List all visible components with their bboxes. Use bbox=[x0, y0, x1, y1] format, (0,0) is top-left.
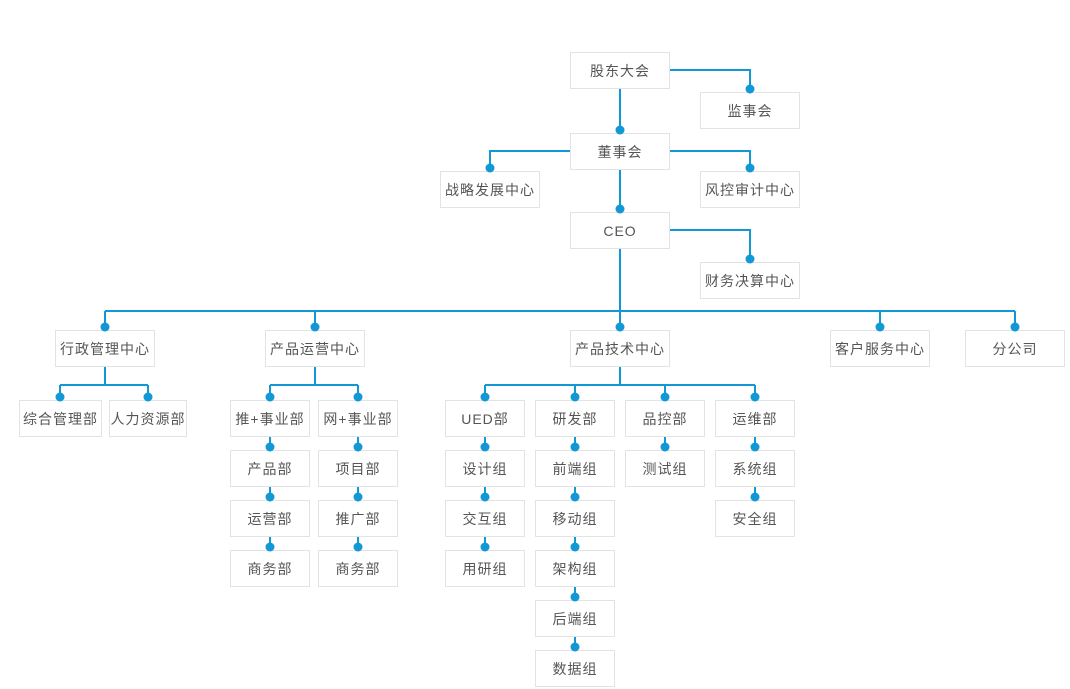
node-product-dept: 产品部 bbox=[230, 450, 310, 487]
node-backend-group: 后端组 bbox=[535, 600, 615, 637]
node-board-of-directors: 董事会 bbox=[570, 133, 670, 170]
node-operations-dept: 运营部 bbox=[230, 500, 310, 537]
node-wang-division: 网+事业部 bbox=[318, 400, 398, 437]
node-om-dept: 运维部 bbox=[715, 400, 795, 437]
node-qc-dept: 品控部 bbox=[625, 400, 705, 437]
node-ceo: CEO bbox=[570, 212, 670, 249]
node-mobile-group: 移动组 bbox=[535, 500, 615, 537]
node-interaction-group: 交互组 bbox=[445, 500, 525, 537]
node-user-research-group: 用研组 bbox=[445, 550, 525, 587]
node-project-dept: 项目部 bbox=[318, 450, 398, 487]
node-system-group: 系统组 bbox=[715, 450, 795, 487]
node-admin-center: 行政管理中心 bbox=[55, 330, 155, 367]
node-supervisory-board: 监事会 bbox=[700, 92, 800, 129]
node-promotion-dept: 推广部 bbox=[318, 500, 398, 537]
node-design-group: 设计组 bbox=[445, 450, 525, 487]
node-branch-company: 分公司 bbox=[965, 330, 1065, 367]
node-frontend-group: 前端组 bbox=[535, 450, 615, 487]
node-customer-service-center: 客户服务中心 bbox=[830, 330, 930, 367]
node-data-group: 数据组 bbox=[535, 650, 615, 687]
node-security-group: 安全组 bbox=[715, 500, 795, 537]
node-architecture-group: 架构组 bbox=[535, 550, 615, 587]
node-product-tech-center: 产品技术中心 bbox=[570, 330, 670, 367]
node-strategy-center: 战略发展中心 bbox=[440, 171, 540, 208]
node-shareholders-meeting: 股东大会 bbox=[570, 52, 670, 89]
node-general-management-dept: 综合管理部 bbox=[19, 400, 102, 437]
node-hr-dept: 人力资源部 bbox=[109, 400, 187, 437]
node-rd-dept: 研发部 bbox=[535, 400, 615, 437]
node-ued-dept: UED部 bbox=[445, 400, 525, 437]
node-business-dept-1: 商务部 bbox=[230, 550, 310, 587]
node-product-ops-center: 产品运营中心 bbox=[265, 330, 365, 367]
node-tui-division: 推+事业部 bbox=[230, 400, 310, 437]
node-risk-audit-center: 风控审计中心 bbox=[700, 171, 800, 208]
node-testing-group: 测试组 bbox=[625, 450, 705, 487]
node-finance-center: 财务决算中心 bbox=[700, 262, 800, 299]
node-business-dept-2: 商务部 bbox=[318, 550, 398, 587]
